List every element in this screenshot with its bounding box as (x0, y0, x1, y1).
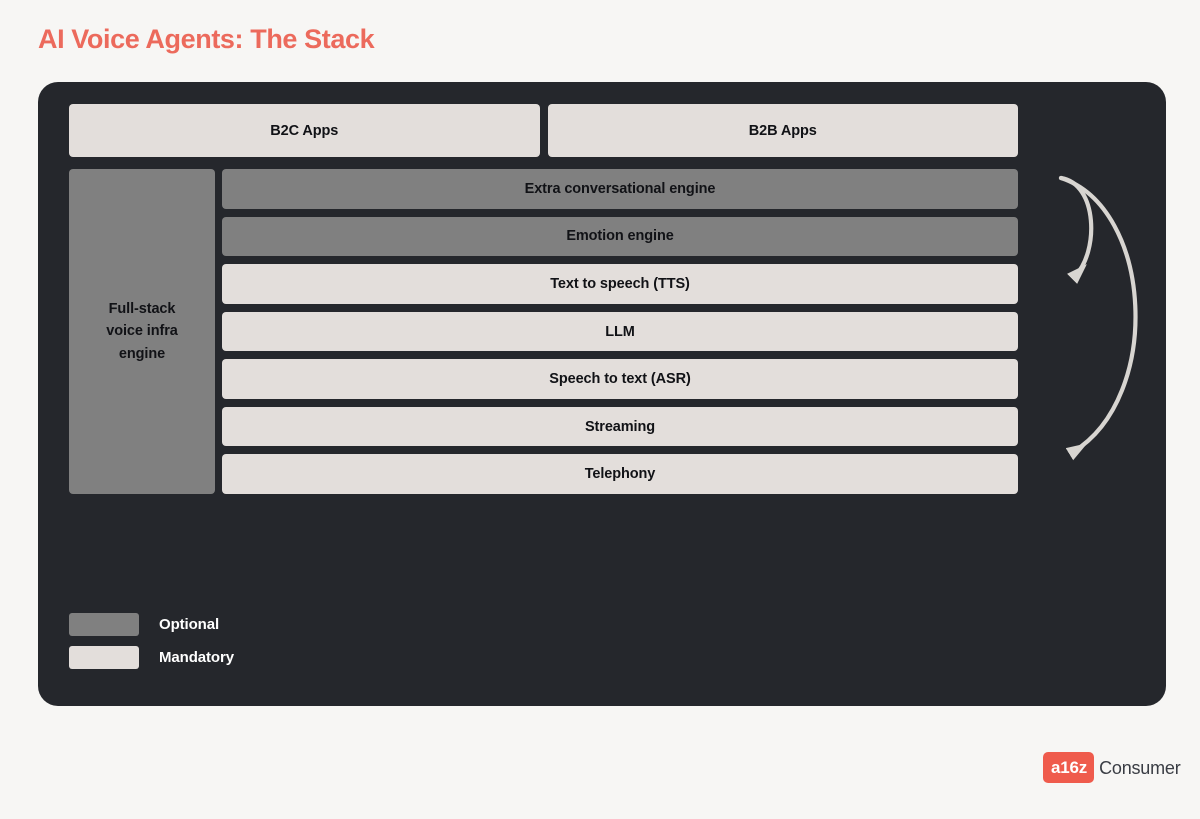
infra-label: Full-stack voice infra engine (106, 298, 178, 365)
app-box-b2c[interactable]: B2C Apps (69, 104, 540, 157)
legend-swatch-mandatory (69, 646, 139, 669)
layer-emotion-engine[interactable]: Emotion engine (222, 216, 1018, 257)
layer-telephony[interactable]: Telephony (222, 454, 1018, 495)
legend-row-mandatory: Mandatory (69, 646, 234, 669)
legend-row-optional: Optional (69, 613, 234, 636)
a16z-consumer-logo: a16z Consumer (1043, 752, 1181, 783)
legend-swatch-optional (69, 613, 139, 636)
legend-label-optional: Optional (159, 616, 220, 633)
infra-label-line-1: Full-stack (108, 300, 176, 317)
connector-arrows (1058, 175, 1138, 461)
full-stack-voice-infra-engine-box[interactable]: Full-stack voice infra engine (69, 169, 215, 494)
layer-text-to-speech[interactable]: Text to speech (TTS) (222, 264, 1018, 304)
stack-diagram-panel: B2C Apps B2B Apps Full-stack voice infra… (38, 82, 1166, 706)
legend-label-mandatory: Mandatory (159, 649, 234, 666)
arrow-b2b-to-extra-conversational-engine (1058, 175, 1094, 285)
layer-extra-conversational-engine[interactable]: Extra conversational engine (222, 169, 1018, 209)
app-box-b2b[interactable]: B2B Apps (547, 104, 1018, 157)
layers-column: Extra conversational engine Emotion engi… (222, 169, 1018, 495)
legend: Optional Mandatory (69, 613, 234, 669)
page-title: AI Voice Agents: The Stack (38, 24, 375, 54)
logo-wordmark: Consumer (1099, 757, 1181, 778)
layer-streaming[interactable]: Streaming (222, 406, 1018, 447)
infra-label-line-3: engine (118, 345, 166, 362)
arrow-b2b-to-llm (1058, 175, 1138, 461)
a16z-logo-mark-text: a16z (1051, 758, 1088, 777)
stack-body: Full-stack voice infra engine Extra conv… (69, 169, 1018, 495)
a16z-logo-mark: a16z (1043, 752, 1095, 783)
layer-llm[interactable]: LLM (222, 311, 1018, 352)
layer-speech-to-text[interactable]: Speech to text (ASR) (222, 359, 1018, 399)
infra-label-line-2: voice infra (106, 323, 178, 340)
apps-row: B2C Apps B2B Apps (69, 104, 1018, 157)
